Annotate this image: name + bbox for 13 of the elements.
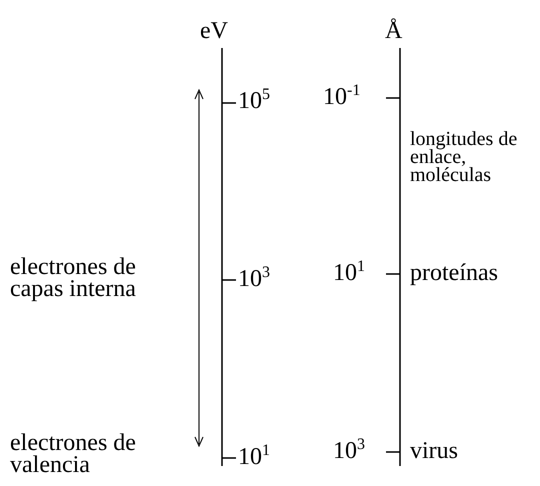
tick-value: 10$^{1}$ xyxy=(238,446,270,468)
annotation-text: proteínas xyxy=(410,262,498,284)
tick-value: 10$^{3}$ xyxy=(238,268,270,290)
annotation-text: longitudes de enlace, moléculas xyxy=(410,130,518,184)
annotation-text: electrones de valencia xyxy=(10,432,137,476)
annotation-text: electrones de capas interna xyxy=(10,256,137,300)
tick-value: 10$^{3}$ xyxy=(333,440,365,462)
tick-value: 10$^{-1}$ xyxy=(323,86,360,108)
annotation-text: virus xyxy=(410,440,458,462)
tick-value: 10$^{5}$ xyxy=(238,90,270,112)
axis-unit: Å xyxy=(385,20,402,42)
tick-value: 10$^{1}$ xyxy=(333,262,365,284)
axis-unit: eV xyxy=(200,20,228,42)
